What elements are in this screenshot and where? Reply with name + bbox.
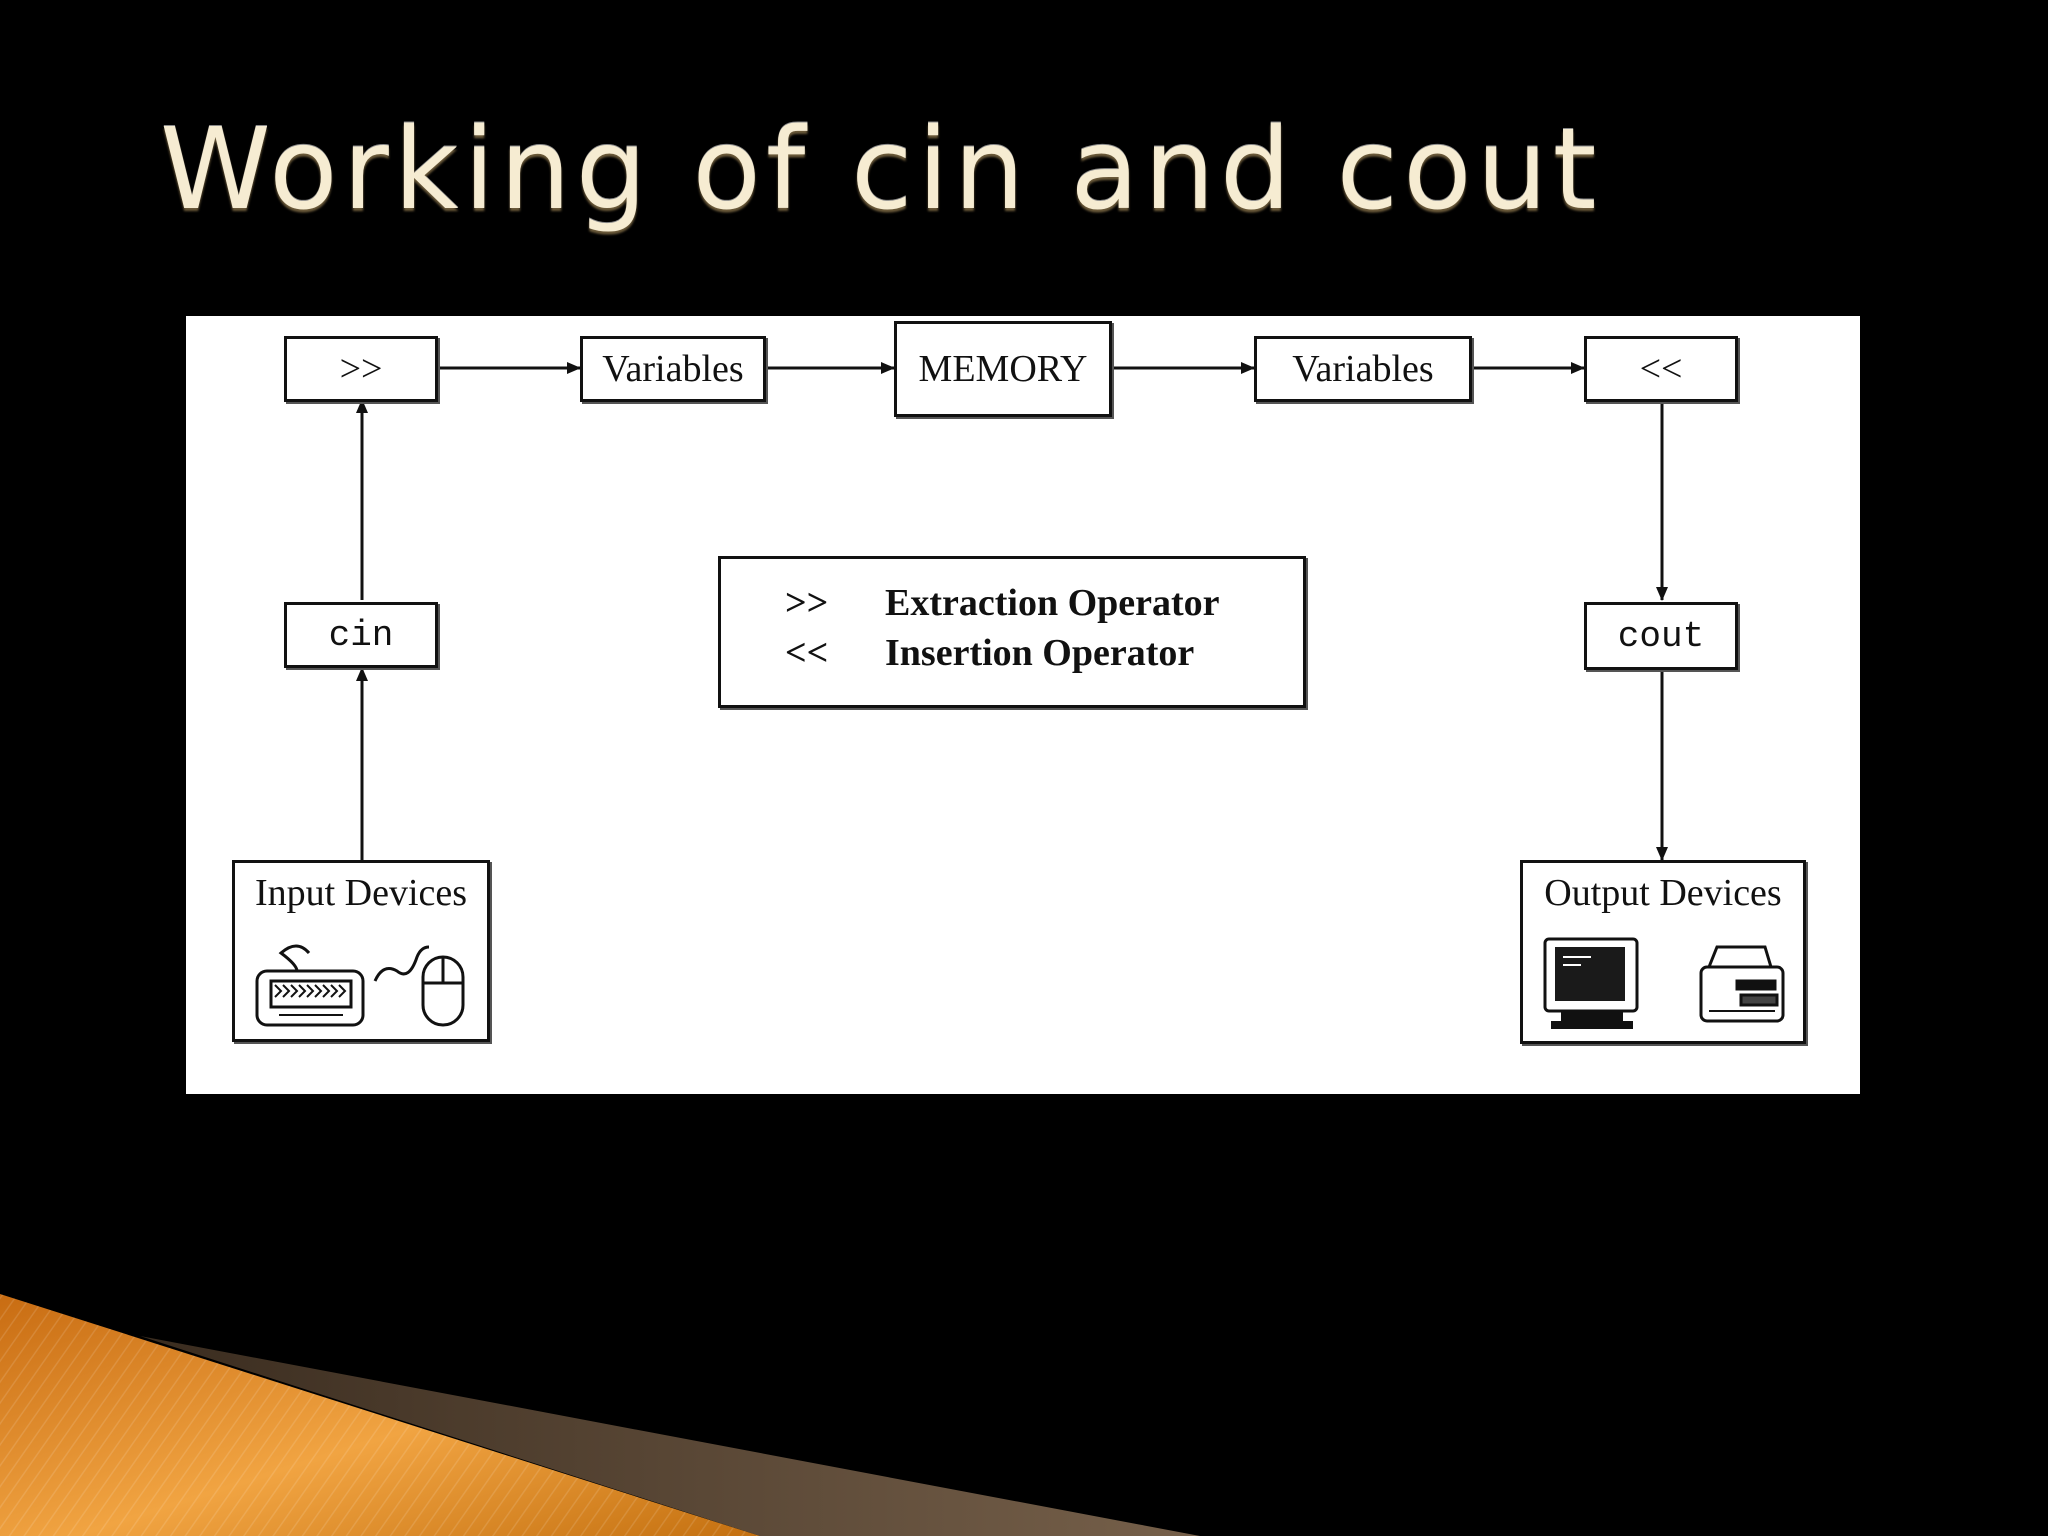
input-devices-box: Input Devices (232, 860, 490, 1042)
output-devices-box: Output Devices (1520, 860, 1806, 1044)
keyboard-icon (255, 944, 365, 1027)
memory-box: MEMORY (894, 321, 1112, 417)
legend-symbol: >> (785, 582, 829, 624)
legend-row-extraction: >> Extraction Operator (785, 581, 1220, 625)
insertion-operator-box: << (1584, 336, 1738, 402)
monitor-icon (1543, 937, 1639, 1029)
mouse-icon (373, 945, 465, 1027)
cout-box: cout (1584, 602, 1738, 670)
cin-box: cin (284, 602, 438, 668)
legend-label: Insertion Operator (885, 632, 1195, 674)
input-devices-icons (255, 944, 465, 1027)
brown-swoosh (140, 1336, 1200, 1536)
variables-input-box: Variables (580, 336, 766, 402)
extraction-operator-box: >> (284, 336, 438, 402)
cin-cout-diagram: >> Variables MEMORY Variables << cin cou… (186, 316, 1860, 1094)
legend-row-insertion: << Insertion Operator (785, 631, 1194, 675)
slide-title: Working of cin and cout (160, 105, 1602, 235)
operator-legend: >> Extraction Operator << Insertion Operat… (718, 556, 1306, 708)
legend-symbol: << (785, 632, 829, 674)
output-devices-label: Output Devices (1544, 872, 1782, 914)
variables-output-box: Variables (1254, 336, 1472, 402)
legend-label: Extraction Operator (885, 582, 1220, 624)
input-devices-label: Input Devices (254, 872, 468, 914)
printer-icon (1699, 945, 1785, 1023)
flow-arrows (356, 362, 1668, 861)
output-devices-icons (1543, 937, 1785, 1029)
